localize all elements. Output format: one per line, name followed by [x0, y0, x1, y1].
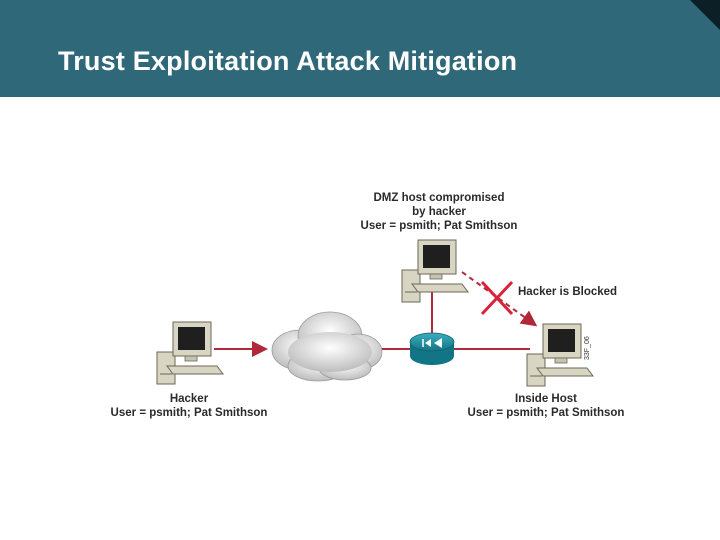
network-diagram: [156, 239, 594, 387]
inside-host-label-line1: Inside Host: [515, 393, 577, 405]
hacker-label-line1: Hacker: [169, 393, 209, 405]
dmz-host-label: DMZ host compromised by hacker User = ps…: [349, 191, 529, 233]
blocked-x-icon: [480, 280, 514, 316]
inside-host-label: Inside Host User = psmith; Pat Smithson: [457, 392, 635, 420]
corner-accent: [690, 0, 720, 30]
hacker-label: Hacker User = psmith; Pat Smithson: [100, 392, 278, 420]
header-bar: Trust Exploitation Attack Mitigation: [0, 0, 720, 97]
hacker-computer-icon: [156, 321, 224, 385]
inside-host-label-line2: User = psmith; Pat Smithson: [467, 407, 625, 419]
blocked-path-arrow: [461, 271, 538, 327]
hacker-label-line2: User = psmith; Pat Smithson: [110, 407, 268, 419]
dmz-host-label-line3: User = psmith; Pat Smithson: [360, 220, 518, 232]
blocked-label: Hacker is Blocked: [518, 286, 618, 298]
internet-cloud: [271, 311, 383, 382]
page-title: Trust Exploitation Attack Mitigation: [58, 46, 518, 76]
dmz-host-label-line1: DMZ host compromised: [373, 192, 505, 204]
figure-code: 33F_06: [584, 336, 591, 360]
dmz-host-computer-icon: [401, 239, 469, 303]
dmz-host-label-line2: by hacker: [412, 206, 466, 218]
router-icon: [409, 332, 455, 365]
